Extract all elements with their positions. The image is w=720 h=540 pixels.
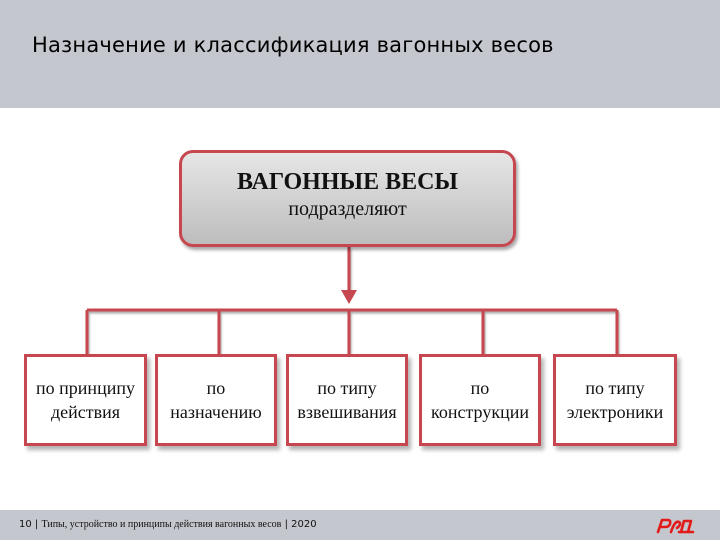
- header-bar: Назначение и классификация вагонных весо…: [0, 0, 720, 108]
- page-title: Назначение и классификация вагонных весо…: [32, 33, 554, 57]
- root-subtitle: подразделяют: [288, 198, 407, 220]
- category-line2: конструкции: [431, 402, 529, 422]
- footer-year: 2020: [291, 519, 317, 530]
- category-box-construction: по конструкции: [419, 354, 541, 446]
- category-line1: по принципу: [36, 377, 135, 398]
- category-line1: по: [470, 377, 490, 398]
- category-line1: по типу: [317, 377, 377, 398]
- footer-text: 10 | Типы, устройство и принципы действи…: [19, 519, 317, 530]
- category-box-electronics: по типу электроники: [553, 354, 677, 446]
- category-line1: по типу: [585, 377, 645, 398]
- footer-separator: |: [284, 519, 288, 530]
- category-line2: электроники: [566, 402, 664, 422]
- category-box-purpose: по назначению: [155, 354, 277, 446]
- category-box-weighing-type: по типу взвешивания: [286, 354, 408, 446]
- rzd-logo-icon: [656, 518, 695, 534]
- footer-subject: Типы, устройство и принципы действия ваг…: [41, 519, 282, 530]
- page-number: 10: [19, 519, 32, 530]
- category-box-principle: по принципу действия: [24, 354, 147, 446]
- root-title: ВАГОННЫЕ ВЕСЫ: [237, 169, 458, 195]
- category-line2: действия: [50, 402, 121, 422]
- root-box: ВАГОННЫЕ ВЕСЫ подразделяют: [179, 150, 516, 247]
- connector-arrowhead: [341, 290, 357, 304]
- footer-separator: |: [34, 519, 39, 530]
- category-line2: назначению: [170, 402, 262, 422]
- footer-bar: 10 | Типы, устройство и принципы действи…: [0, 510, 720, 540]
- category-line1: по: [206, 377, 226, 398]
- category-line2: взвешивания: [297, 402, 397, 422]
